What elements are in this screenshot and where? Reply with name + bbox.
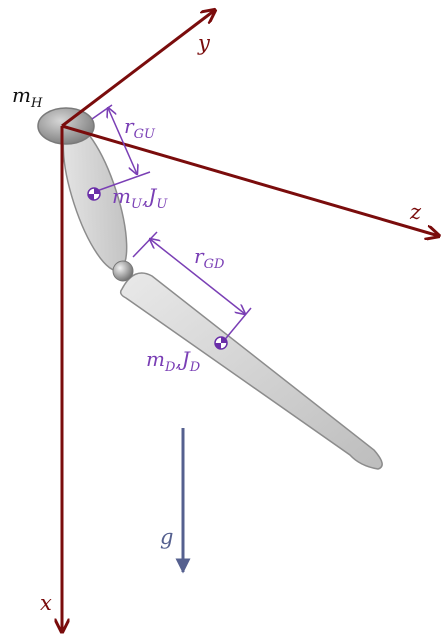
x-axis-label: x [40, 591, 52, 615]
hip-mass-label: mH [12, 83, 43, 111]
z-axis-label: z [409, 200, 422, 224]
upper-leg-mass-inertia-label: mU,JU [112, 184, 168, 212]
r-gd-label: rGD [194, 244, 225, 272]
r-gd-extension-line [221, 307, 252, 344]
gravity-label: g [160, 525, 173, 549]
y-axis-arrow [61, 10, 215, 128]
lower-leg-segment [119, 272, 383, 470]
y-axis-label: y [197, 31, 211, 55]
r-gu-extension-line [93, 171, 151, 193]
r-gu-dimension-arrow [108, 108, 137, 174]
knee-joint [112, 260, 134, 282]
lower-leg-mass-inertia-label: mD,JD [146, 347, 201, 375]
upper-leg-com-marker [87, 187, 101, 201]
r-gu-label: rGU [124, 114, 156, 142]
lower-leg-com-marker [214, 336, 228, 350]
r-gd-extension-line [132, 231, 158, 258]
r-gd-dimension-arrow [150, 239, 245, 314]
